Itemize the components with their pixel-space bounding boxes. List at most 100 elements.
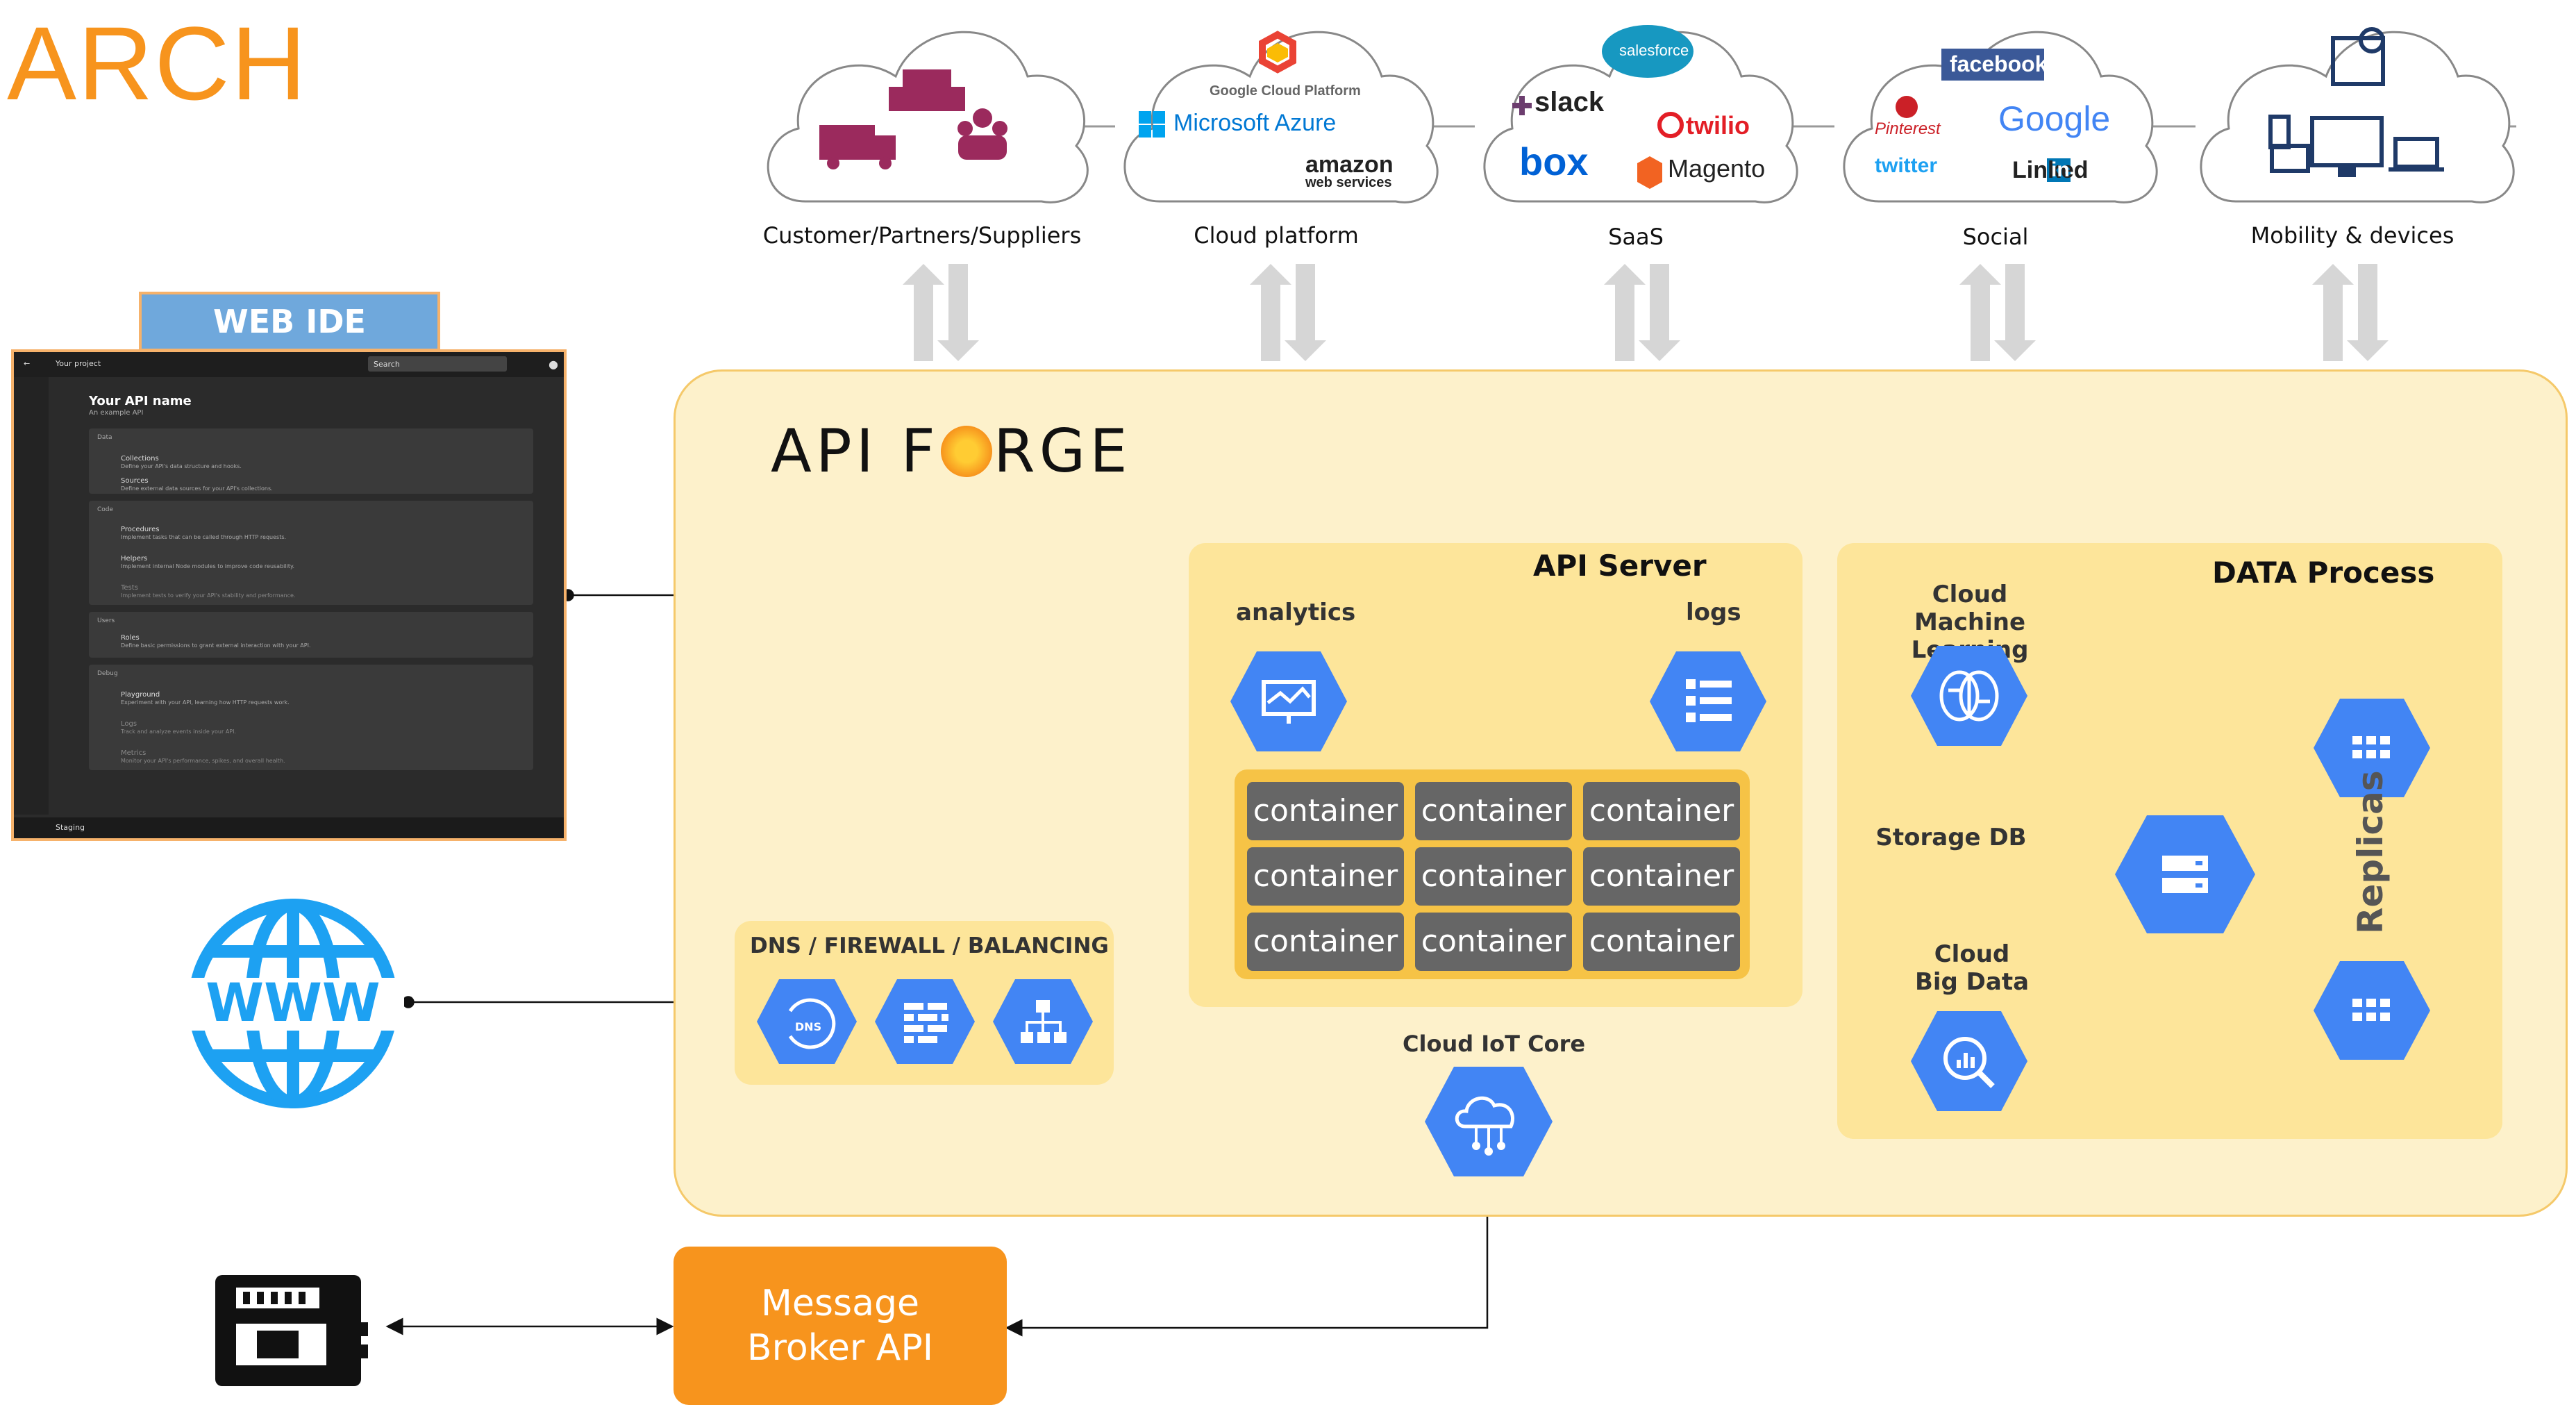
logs-label: logs (1686, 599, 1741, 626)
magento-brand: Magento (1668, 154, 1766, 183)
logs-icon[interactable] (1647, 646, 1769, 757)
cloud-social (1843, 31, 2158, 203)
ide-api-desc: An example API (89, 409, 144, 417)
web-ide-tab[interactable]: WEB IDE (139, 292, 440, 351)
replica-icon-top[interactable] (2311, 694, 2433, 801)
container-cell: container (1583, 913, 1740, 971)
azure-icon (1139, 111, 1165, 138)
iot-device-icon (215, 1275, 368, 1386)
container-cell: container (1583, 847, 1740, 906)
storage-db-label: Storage DB (1875, 824, 2027, 851)
cloud-saas (1483, 25, 1798, 203)
cloud-bigdata-icon[interactable] (1907, 1007, 2032, 1115)
twilio-icon (1657, 112, 1684, 138)
cloud-label-saas: SaaS (1608, 224, 1664, 250)
ide-section-debug: Debug Playground Experiment with your AP… (89, 665, 533, 770)
twilio-brand: twilio (1686, 111, 1750, 140)
svg-text:WWW: WWW (206, 972, 380, 1033)
list-item[interactable]: Collections (121, 455, 159, 463)
facebook-brand: facebook (1950, 51, 2048, 76)
cloud-ml-icon[interactable] (1907, 642, 2032, 750)
iot-core-label: Cloud IoT Core (1403, 1031, 1586, 1057)
replicas-label: Replicas (2350, 770, 2391, 934)
aws-brand: amazon (1305, 151, 1394, 178)
container-cell: container (1247, 913, 1404, 971)
cloud-label-platform: Cloud platform (1194, 222, 1359, 249)
devices-icon (2268, 115, 2444, 177)
cloud-label-mobility: Mobility & devices (2250, 222, 2454, 249)
pinterest-icon (1896, 96, 1918, 118)
ide-search-input[interactable]: Search (368, 356, 507, 372)
analytics-label: analytics (1236, 599, 1356, 626)
gcp-brand: Google Cloud Platform (1210, 83, 1361, 99)
list-item[interactable]: Sources (121, 477, 149, 485)
list-item[interactable]: Playground (121, 691, 160, 699)
dns-firewall-title: DNS / FIREWALL / BALANCING (750, 933, 1109, 958)
list-item[interactable]: Helpers (121, 555, 148, 563)
container-cell: container (1247, 847, 1404, 906)
data-process-title: DATA Process (2212, 556, 2435, 590)
iot-core-icon[interactable] (1421, 1063, 1557, 1181)
map-pin-icon (2331, 27, 2385, 86)
ide-topbar: ← Your project Search ● (14, 352, 564, 377)
google-brand: Google (1998, 99, 2111, 138)
twitter-brand: twitter (1875, 154, 1937, 177)
pinterest-brand: Pinterest (1875, 119, 1941, 138)
replica-icon-bottom[interactable] (2311, 957, 2433, 1064)
container-cell: container (1415, 913, 1572, 971)
gcp-icon (1259, 31, 1296, 74)
cloud-mobility (2200, 27, 2515, 203)
list-item[interactable]: Procedures (121, 526, 160, 533)
slack-brand: slack (1534, 87, 1605, 117)
forge-flame-icon (940, 426, 992, 477)
cloud-platform (1123, 31, 1439, 203)
list-item[interactable]: Tests (121, 584, 138, 592)
container-cell: container (1583, 782, 1740, 840)
people-icon (957, 108, 1007, 160)
ide-section-data: Data Collections Define your API's data … (89, 428, 533, 494)
cloud-label-social: Social (1962, 224, 2029, 250)
ide-section-code: Code Procedures Implement tasks that can… (89, 501, 533, 605)
ide-statusbar: Staging (14, 817, 564, 838)
box-brand: box (1519, 140, 1589, 183)
list-item[interactable]: Logs (121, 720, 137, 728)
list-item[interactable]: Roles (121, 634, 140, 642)
magento-icon (1637, 156, 1662, 189)
cloud-sync-arrows (903, 264, 2389, 361)
load-balancer-icon[interactable] (990, 975, 1096, 1068)
container-cell: container (1415, 782, 1572, 840)
truck-icon (819, 125, 896, 169)
building-icon (889, 69, 965, 111)
www-globe-icon: WWW (182, 899, 404, 1108)
ide-sidebar (14, 377, 49, 815)
azure-brand: Microsoft Azure (1173, 110, 1337, 136)
firewall-icon[interactable] (872, 975, 978, 1068)
ide-api-name: Your API name (89, 394, 192, 408)
cloud-label-customers: Customer/Partners/Suppliers (762, 222, 1082, 249)
ide-project-name: Your project (56, 359, 101, 368)
analytics-icon[interactable] (1228, 646, 1350, 757)
api-server-title: API Server (1533, 549, 1707, 583)
storage-db-icon[interactable] (2111, 811, 2259, 938)
dns-icon[interactable]: DNS (754, 975, 860, 1068)
linkedin-brand: Linked (2012, 157, 2089, 183)
salesforce-brand: salesforce (1619, 42, 1689, 59)
aws-brand-sub: web services (1305, 175, 1392, 190)
container-cell: container (1247, 782, 1404, 840)
user-avatar-icon[interactable]: ● (549, 358, 558, 371)
ide-section-users: Users Roles Define basic permissions to … (89, 612, 533, 658)
svg-text:DNS: DNS (795, 1020, 821, 1033)
bigdata-label: Cloud Big Data (1914, 940, 2030, 996)
container-cell: container (1415, 847, 1572, 906)
page-title: ARCH (7, 5, 308, 122)
linkedin-brand-in: in (2051, 158, 2070, 181)
branch-select[interactable]: Staging (56, 823, 85, 832)
cloud-customers (767, 31, 1089, 203)
list-item[interactable]: Metrics (121, 749, 147, 757)
back-arrow-icon[interactable]: ← (24, 359, 31, 368)
slack-icon (1512, 96, 1532, 115)
container-grid: container container container container … (1235, 769, 1750, 979)
web-ide-screenshot: ← Your project Search ● Your API name An… (11, 349, 567, 841)
